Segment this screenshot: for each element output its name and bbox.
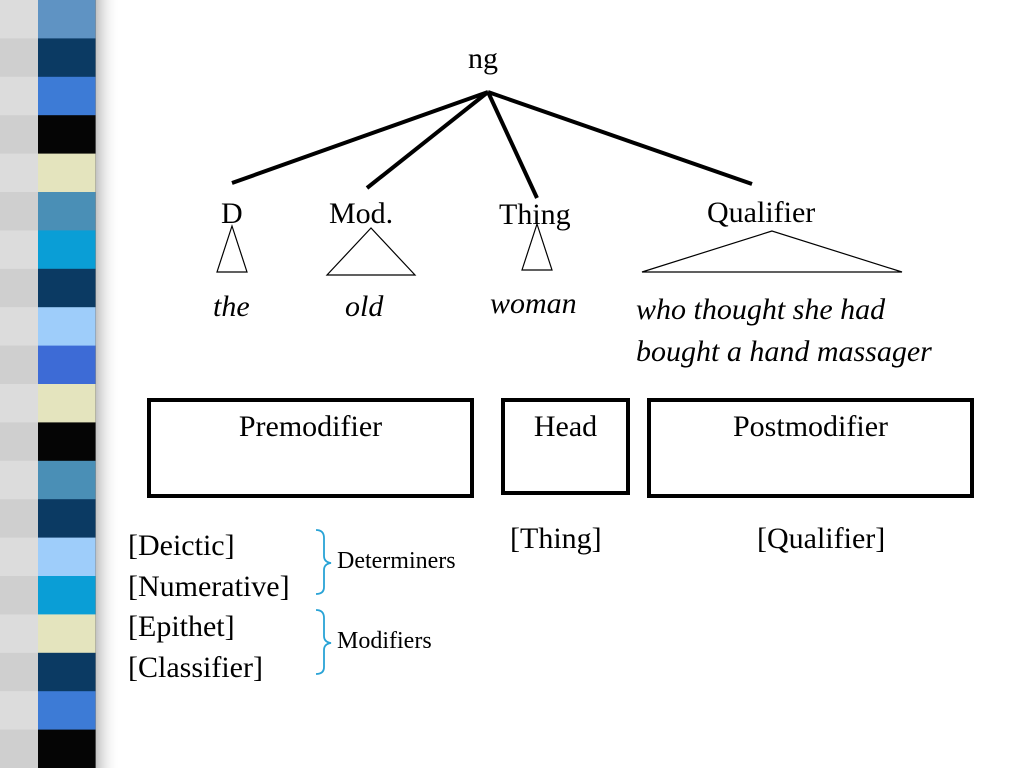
strip-band: [38, 153, 96, 193]
strip-band: [38, 499, 96, 539]
strip-band-shadow: [0, 268, 38, 308]
qualifier-words: who thought she had bought a hand massag…: [636, 289, 932, 373]
determiners-label: Determiners: [337, 548, 456, 574]
strip-band-shadow: [0, 0, 38, 39]
strip-band: [38, 384, 96, 423]
function-thing: [Thing]: [510, 522, 602, 555]
premodifier-box: Premodifier: [147, 398, 474, 498]
head-label: Head: [533, 410, 598, 443]
branch-d: [231, 90, 489, 185]
strip-band: [38, 115, 96, 155]
strip-band: [38, 729, 96, 768]
strip-band-shadow: [0, 307, 38, 347]
root-node-label: ng: [468, 42, 498, 75]
strip-band: [38, 230, 96, 270]
word-the: the: [213, 290, 250, 323]
strip-band: [38, 691, 96, 731]
strip-band-shadow: [0, 38, 38, 78]
premodifier-label: Premodifier: [238, 410, 383, 443]
triangle-d: [216, 224, 248, 273]
strip-band: [38, 345, 96, 385]
word-old: old: [345, 290, 384, 323]
strip-band-shadow: [0, 76, 38, 116]
triangle-mod: [325, 227, 417, 276]
strip-band-shadow: [0, 499, 38, 539]
modifiers-brace: [315, 609, 332, 675]
strip-band-shadow: [0, 652, 38, 692]
strip-band-shadow: [0, 153, 38, 193]
strip-band-shadow: [0, 537, 38, 577]
decorative-sidebar-strip: [0, 0, 120, 768]
strip-band: [38, 192, 96, 231]
branch-qualifier: [487, 90, 753, 186]
strip-band: [38, 76, 96, 116]
head-box: Head: [501, 398, 630, 495]
strip-band: [38, 307, 96, 347]
strip-band-shadow: [0, 460, 38, 500]
strip-band-shadow: [0, 230, 38, 270]
branch-mod: [365, 90, 490, 190]
modifiers-label: Modifiers: [337, 628, 432, 654]
strip-band-shadow: [0, 614, 38, 654]
strip-band: [38, 614, 96, 654]
strip-band: [38, 576, 96, 615]
strip-band-shadow: [0, 192, 38, 231]
strip-band-shadow: [0, 729, 38, 768]
strip-band-shadow: [0, 384, 38, 423]
postmodifier-box: Postmodifier: [647, 398, 974, 498]
strip-band-shadow: [0, 422, 38, 462]
word-woman: woman: [490, 287, 577, 320]
strip-band: [38, 460, 96, 500]
node-label-mod: Mod.: [329, 197, 394, 230]
branch-thing: [486, 91, 539, 199]
qualifier-words-line-2: bought a hand massager: [636, 335, 932, 368]
function-epithet: [Epithet]: [128, 610, 235, 643]
function-deictic: [Deictic]: [128, 529, 235, 562]
strip-band-shadow: [0, 691, 38, 731]
strip-band: [38, 422, 96, 462]
node-label-qualifier: Qualifier: [707, 196, 816, 229]
function-numerative: [Numerative]: [128, 569, 290, 603]
premodifier-function-list: [Deictic] [Numerative] [Epithet] [Classi…: [128, 526, 290, 688]
strip-band: [38, 0, 96, 39]
function-qualifier: [Qualifier]: [757, 522, 886, 555]
strip-band: [38, 38, 96, 78]
triangle-qualifier: [641, 230, 903, 273]
strip-band: [38, 652, 96, 692]
node-label-d: D: [221, 197, 243, 230]
postmodifier-label: Postmodifier: [733, 410, 888, 443]
node-label-thing: Thing: [499, 198, 571, 231]
function-classifier: [Classifier]: [128, 650, 263, 684]
strip-band-shadow: [0, 115, 38, 155]
strip-band: [38, 537, 96, 577]
strip-band: [38, 268, 96, 308]
strip-band-shadow: [0, 576, 38, 615]
strip-band-shadow: [0, 345, 38, 385]
qualifier-words-line-1: who thought she had: [636, 293, 886, 326]
triangle-thing: [521, 222, 553, 271]
determiners-brace: [315, 529, 332, 595]
